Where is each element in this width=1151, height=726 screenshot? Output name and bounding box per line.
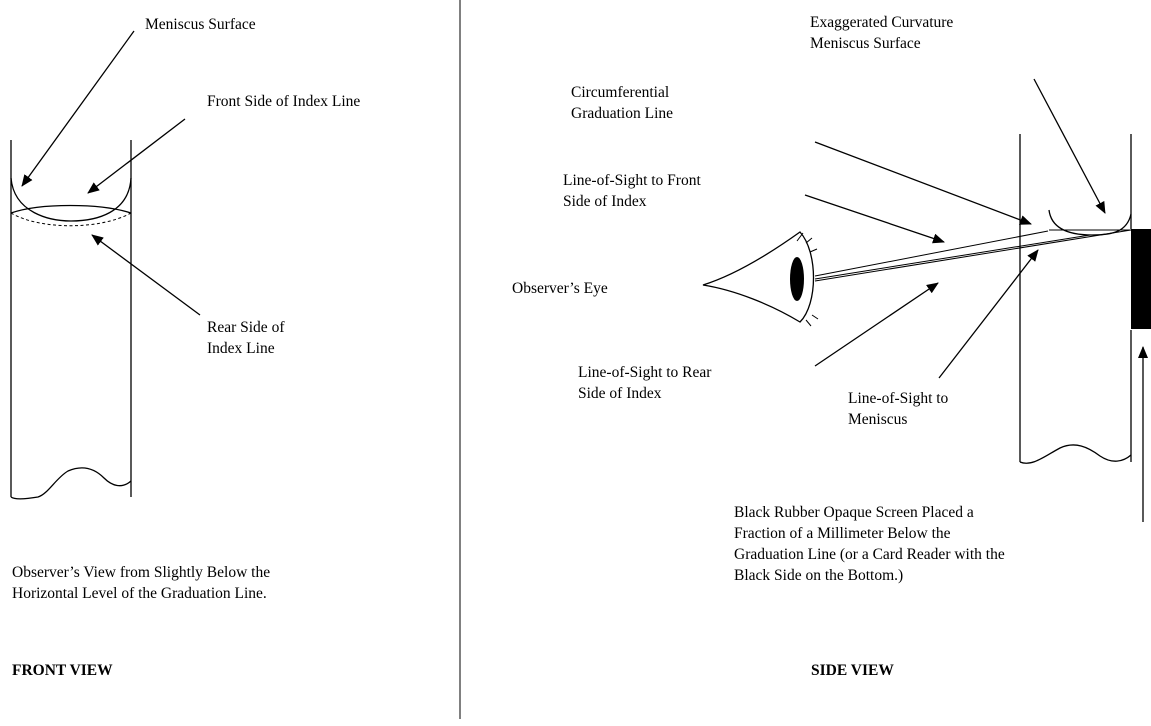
los-front-arrow bbox=[804, 194, 945, 244]
los-rear-arrow bbox=[814, 282, 939, 367]
index-line-front bbox=[10, 204, 132, 214]
eye-pupil bbox=[790, 257, 804, 301]
circumferential-label: Circumferential Graduation Line bbox=[571, 82, 673, 124]
exaggerated-line-1: Exaggerated Curvature bbox=[810, 14, 954, 31]
index-line-rear bbox=[10, 212, 132, 227]
rear-side-index-label: Rear Side of Index Line bbox=[207, 317, 284, 359]
front-side-index-label: Front Side of Index Line bbox=[207, 93, 361, 110]
rear-side-index-line-1: Rear Side of bbox=[207, 319, 285, 336]
circumferential-arrow bbox=[814, 141, 1032, 225]
tube-broken-bottom bbox=[10, 467, 132, 500]
side-view-title: SIDE VIEW bbox=[811, 662, 894, 679]
front-caption-line-1: Observer’s View from Slightly Below the bbox=[12, 564, 271, 581]
los-front-line-1: Line-of-Sight to Front bbox=[563, 172, 701, 189]
front-caption-line-2: Horizontal Level of the Graduation Line. bbox=[12, 585, 267, 602]
front-view-caption: Observer’s View from Slightly Below the … bbox=[12, 562, 270, 604]
rear-side-index-line-2: Index Line bbox=[207, 340, 275, 357]
front-view-tube bbox=[10, 140, 132, 500]
rear-side-index-arrow bbox=[91, 234, 201, 316]
exaggerated-line-2: Meniscus Surface bbox=[810, 35, 921, 52]
observer-eye bbox=[702, 231, 819, 327]
side-tube-broken-bottom bbox=[1019, 444, 1132, 464]
circumferential-line-1: Circumferential bbox=[571, 84, 670, 101]
los-meniscus-line-1: Line-of-Sight to bbox=[848, 390, 949, 407]
meniscus-surface-label: Meniscus Surface bbox=[145, 16, 256, 33]
meniscus-curve bbox=[10, 177, 132, 222]
los-front-label: Line-of-Sight to Front Side of Index bbox=[563, 170, 701, 212]
front-side-index-arrow bbox=[87, 118, 186, 194]
los-rear-line bbox=[814, 229, 1132, 282]
los-meniscus-label: Line-of-Sight to Meniscus bbox=[848, 388, 948, 430]
eye-lashes bbox=[796, 232, 819, 327]
black-opaque-screen bbox=[1131, 229, 1151, 329]
screen-caption-line-4: Black Side on the Bottom.) bbox=[734, 567, 904, 584]
side-meniscus-curve bbox=[1048, 209, 1132, 236]
observer-eye-label: Observer’s Eye bbox=[512, 280, 608, 297]
los-rear-label: Line-of-Sight to Rear Side of Index bbox=[578, 362, 711, 404]
screen-caption-line-3: Graduation Line (or a Card Reader with t… bbox=[734, 546, 1005, 563]
los-front-line bbox=[814, 230, 1049, 277]
los-front-line-2: Side of Index bbox=[563, 193, 647, 210]
meniscus-surface-arrow bbox=[21, 30, 135, 187]
exaggerated-curvature-label: Exaggerated Curvature Meniscus Surface bbox=[810, 12, 953, 54]
los-meniscus-arrow bbox=[938, 249, 1039, 379]
eye-cone bbox=[702, 231, 815, 323]
screen-caption-line-1: Black Rubber Opaque Screen Placed a bbox=[734, 504, 974, 521]
exaggerated-curvature-arrow bbox=[1033, 78, 1106, 214]
front-view-title: FRONT VIEW bbox=[12, 662, 113, 679]
circumferential-line-2: Graduation Line bbox=[571, 105, 674, 122]
sight-lines bbox=[814, 229, 1132, 282]
los-rear-line-1: Line-of-Sight to Rear bbox=[578, 364, 712, 381]
screen-caption-line-2: Fraction of a Millimeter Below the bbox=[734, 525, 951, 542]
screen-caption: Black Rubber Opaque Screen Placed a Frac… bbox=[734, 502, 1005, 586]
los-rear-line-2: Side of Index bbox=[578, 385, 662, 402]
side-view-tube bbox=[1019, 134, 1151, 464]
los-meniscus-line bbox=[814, 234, 1091, 280]
los-meniscus-line-2: Meniscus bbox=[848, 411, 908, 428]
